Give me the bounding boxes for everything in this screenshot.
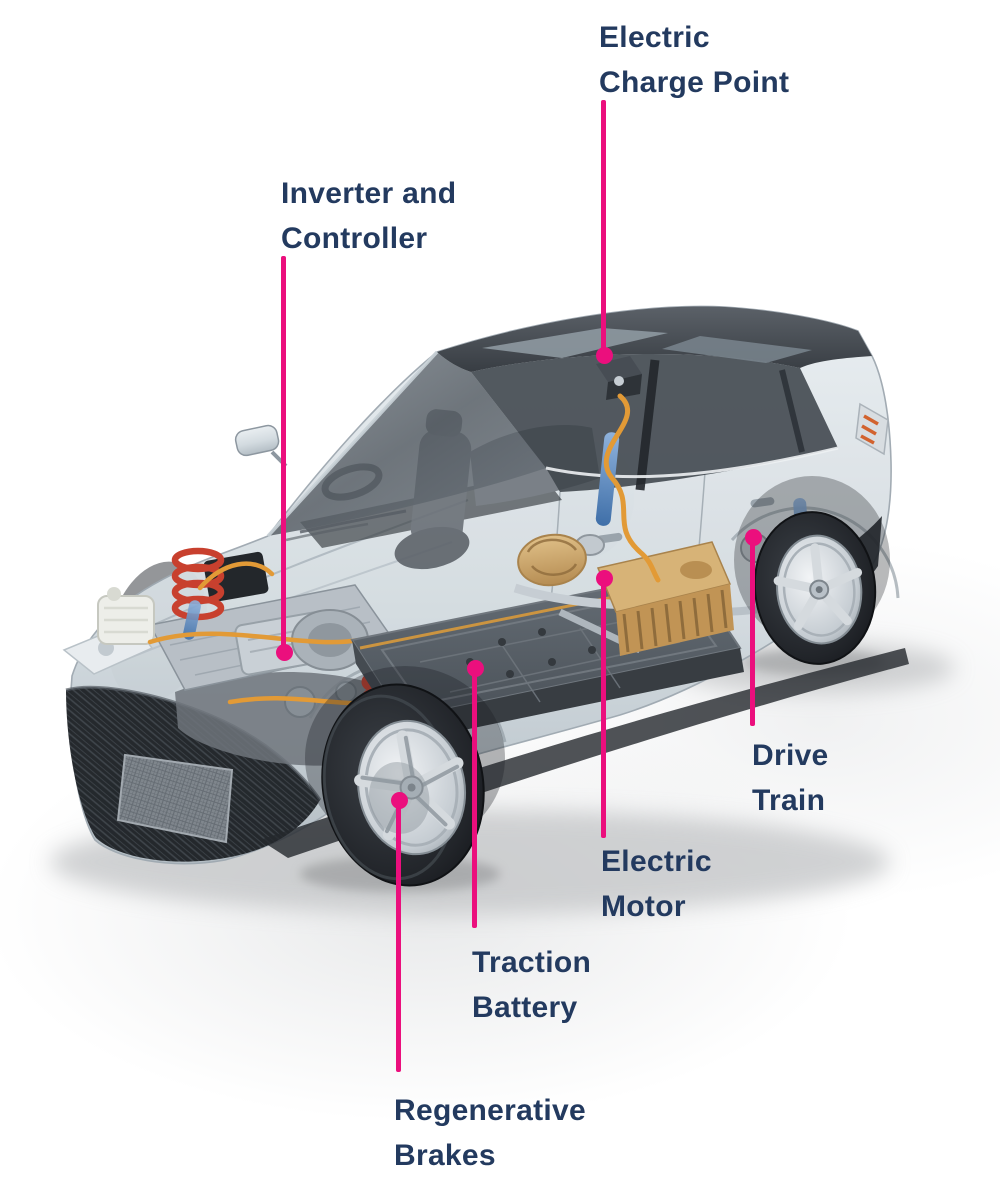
- side-mirror: [234, 424, 288, 468]
- windshield: [268, 352, 546, 536]
- leader-line: [396, 800, 401, 1072]
- leader-line: [601, 578, 606, 838]
- label-electric-motor: Electric Motor: [601, 839, 712, 929]
- greenhouse: [266, 306, 872, 542]
- label-inverter-and-controller: Inverter and Controller: [281, 171, 456, 261]
- label-traction-battery: Traction Battery: [472, 940, 591, 1030]
- label-electric-charge-point: Electric Charge Point: [599, 15, 789, 105]
- label-line: Inverter and: [281, 177, 457, 210]
- label-line: Charge Point: [599, 66, 790, 99]
- rear-strut: [595, 432, 620, 526]
- label-line: Motor: [601, 890, 686, 923]
- coolant-reservoir: [97, 587, 155, 645]
- label-line: Battery: [472, 991, 578, 1024]
- charge-cable: [603, 393, 661, 583]
- label-line: Controller: [281, 222, 428, 255]
- leader-dot: [466, 659, 484, 677]
- label-line: Train: [752, 784, 826, 817]
- sunroof-glass: [482, 328, 668, 358]
- leader-line: [601, 100, 606, 356]
- label-line: Electric: [601, 845, 712, 878]
- leader-line: [281, 256, 286, 652]
- rear-roof-glass: [662, 336, 812, 363]
- front-strut: [183, 600, 201, 640]
- label-drive-train: Drive Train: [752, 733, 829, 823]
- electric-motor-unit: [517, 533, 734, 656]
- leader-dot: [595, 569, 613, 587]
- radiator: [116, 753, 234, 844]
- side-glass: [471, 354, 838, 492]
- leader-dot: [744, 528, 762, 546]
- label-line: Brakes: [394, 1139, 496, 1172]
- leader-line: [750, 537, 755, 726]
- rear-wheel: [753, 511, 877, 665]
- label-line: Regenerative: [394, 1094, 587, 1127]
- leader-line: [472, 668, 477, 928]
- leader-dot: [390, 791, 408, 809]
- label-line: Traction: [472, 946, 592, 979]
- label-line: Drive: [752, 739, 829, 772]
- tail-light: [855, 402, 889, 456]
- label-regenerative-brakes: Regenerative Brakes: [394, 1088, 586, 1178]
- label-line: Electric: [599, 21, 710, 54]
- leader-dot: [595, 346, 613, 364]
- leader-dot: [275, 643, 293, 661]
